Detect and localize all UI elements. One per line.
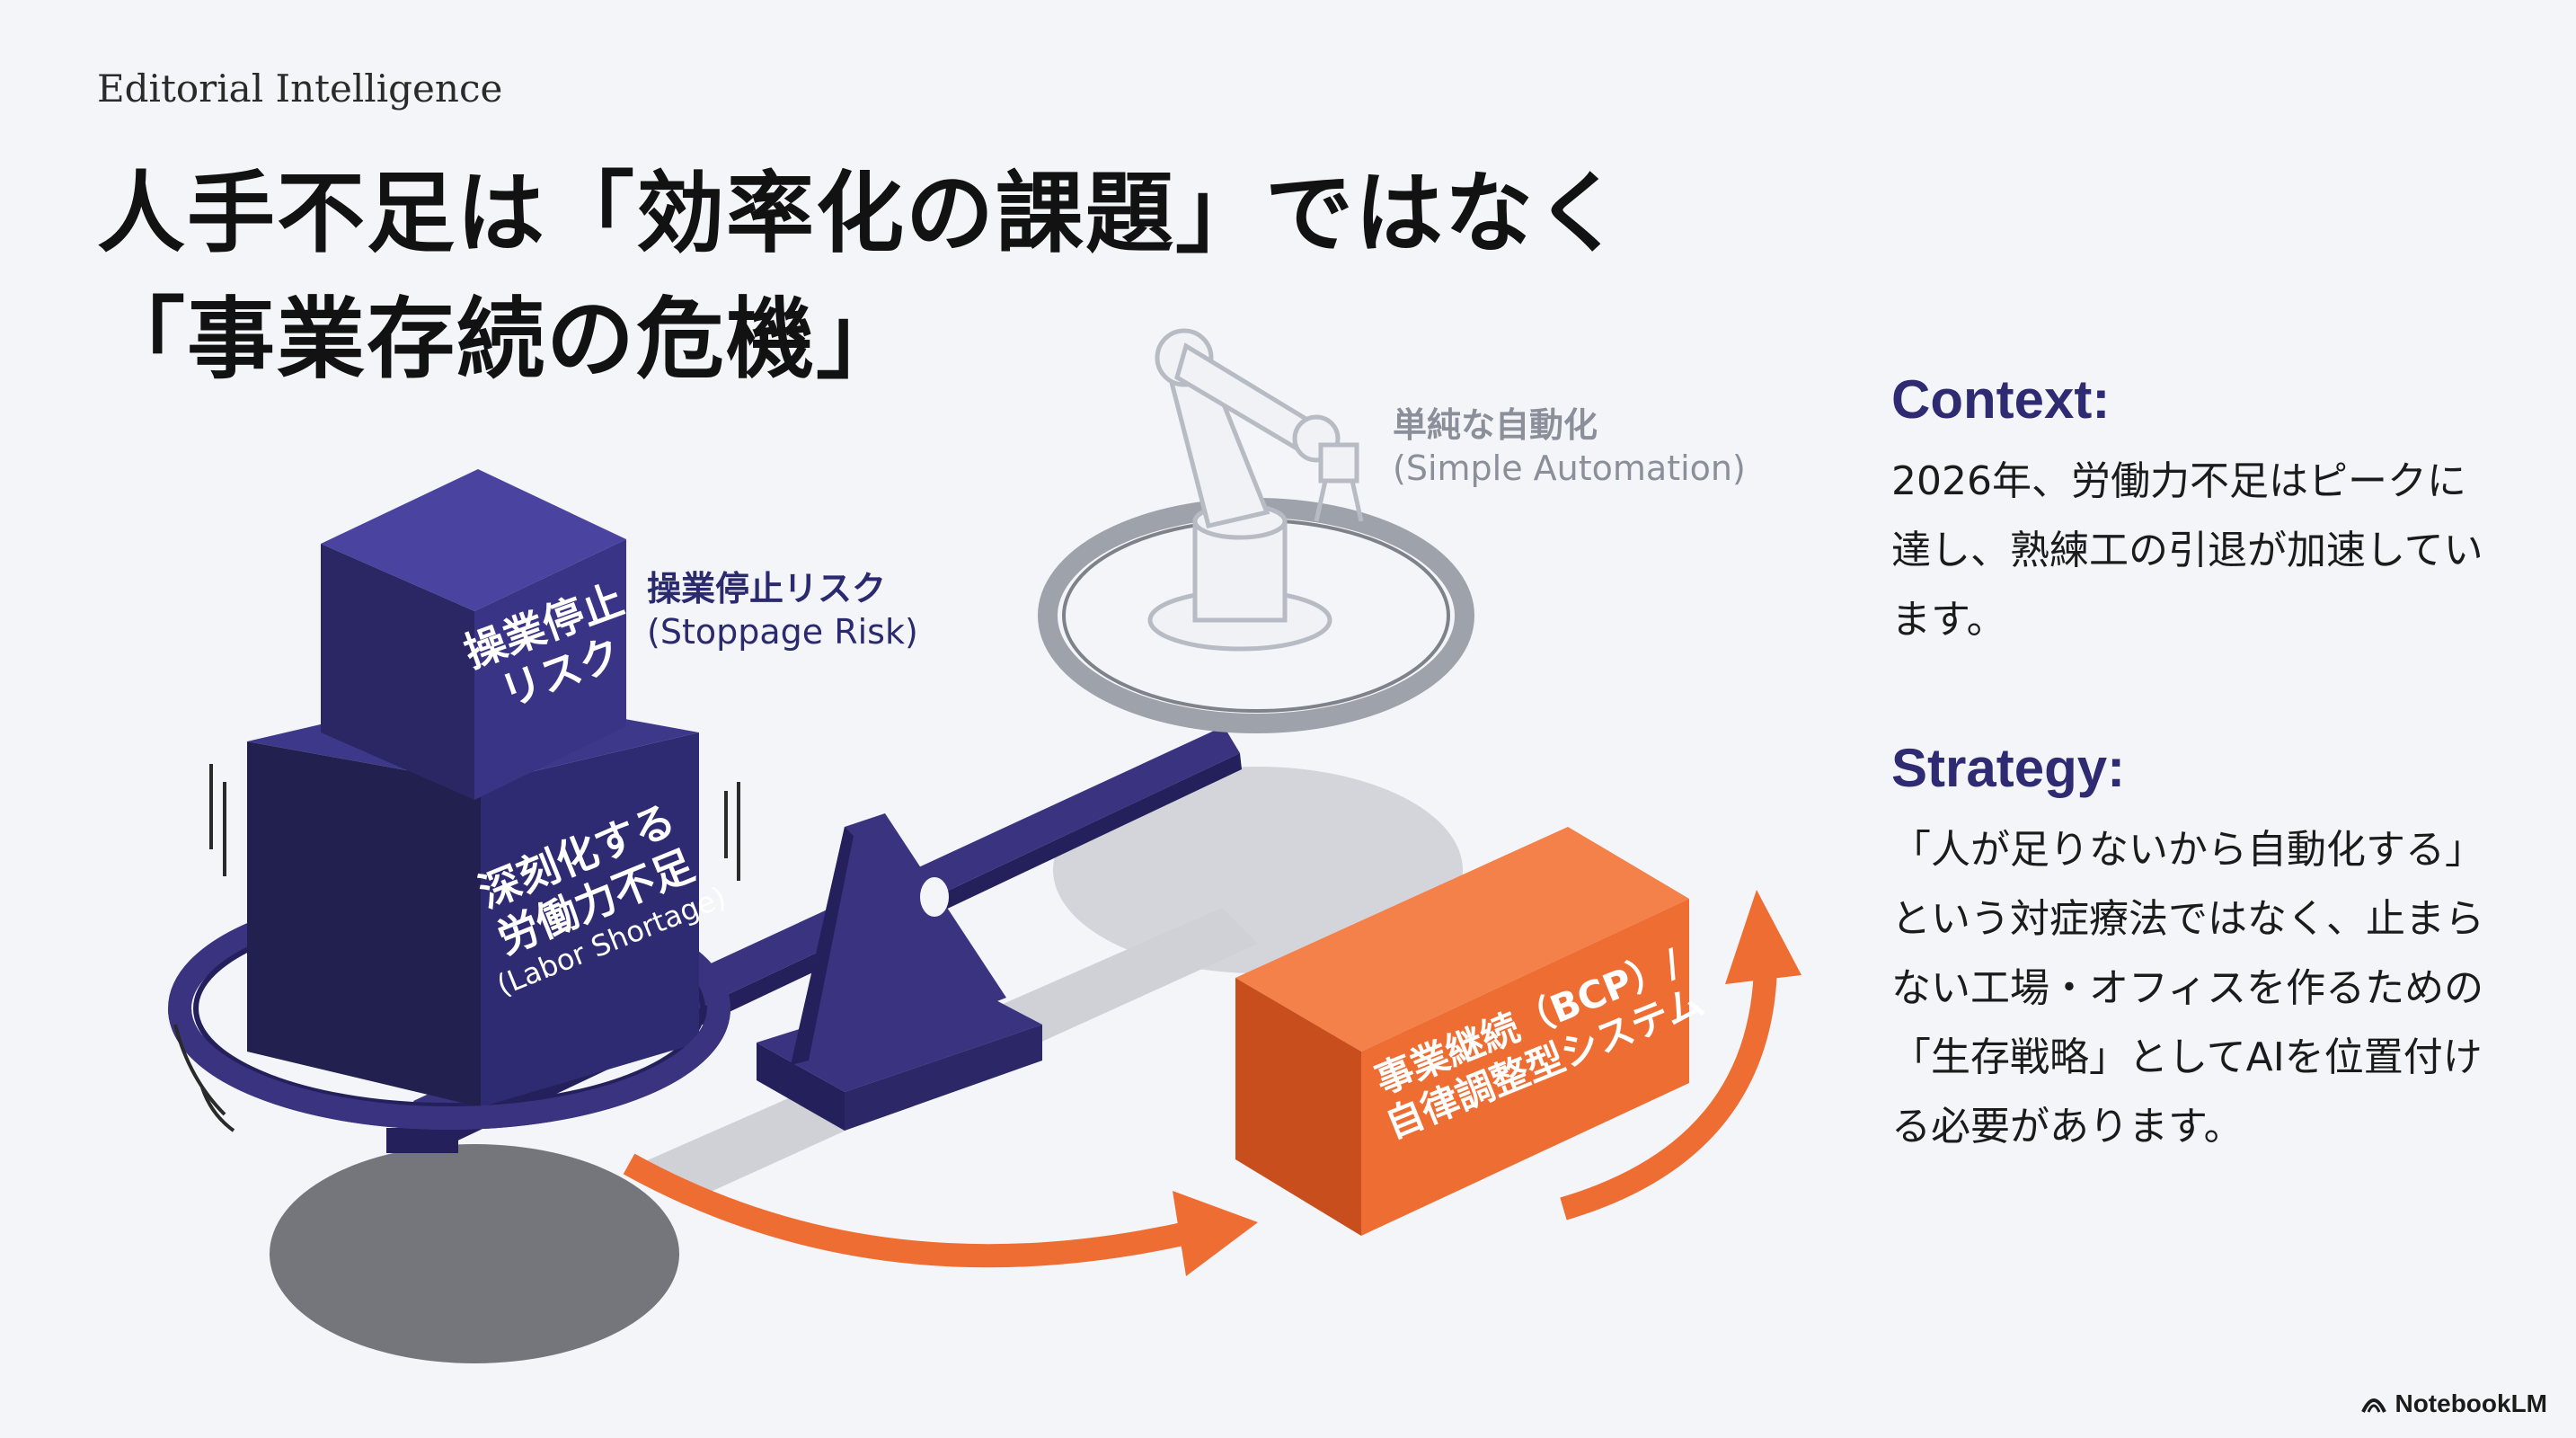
fulcrum-stand [757,813,1042,1131]
stoppage-risk-label: 操業停止リスク (Stoppage Risk) [647,568,918,653]
page-title: 人手不足は「効率化の課題」ではなく 「事業存続の危機」 [97,151,1624,403]
simple-automation-label-ja: 単純な自動化 [1393,405,1598,445]
shake-marks-icon [173,764,740,1132]
brand-mark: NotebookLM [2360,1389,2547,1418]
stoppage-risk-label-ja: 操業停止リスク [647,569,887,608]
context-section: Context: 2026年、労働力不足はピークに達し、熟練工の引退が加速してい… [1891,368,2502,654]
robot-arm-icon [1147,328,1364,652]
title-line-1: 人手不足は「効率化の課題」ではなく [97,163,1625,265]
strategy-section: Strategy: 「人が足りないから自動化する」という対症療法ではなく、止まら… [1891,737,2502,1161]
curve-arrow-right [1560,965,1777,1221]
brand-name: NotebookLM [2395,1389,2547,1417]
notebook-arc-icon [2361,1398,2387,1413]
strategy-body: 「人が足りないから自動化する」という対症療法ではなく、止まらない工場・オフィスを… [1891,827,2484,1150]
stoppage-risk-label-en: (Stoppage Risk) [647,611,918,652]
left-platform-ring-front [168,1007,730,1130]
shadow-left [270,1144,679,1363]
strategy-heading: Strategy: [1891,738,2126,798]
curve-arrow-right-head [1725,890,1801,984]
simple-automation-label: 単純な自動化 (Simple Automation) [1393,404,1746,490]
beam-left-support [386,1128,458,1153]
context-body: 2026年、労働力不足はピークに達し、熟練工の引退が加速しています。 [1891,458,2483,643]
labor-shortage-cube [247,690,699,1107]
curve-arrow-bottom-head [1173,1191,1258,1276]
title-line-2: 「事業存続の危機」 [97,288,907,391]
curve-arrow-bottom [623,1153,1198,1268]
context-heading: Context: [1891,369,2111,430]
stoppage-risk-cube [321,469,626,800]
simple-automation-label-en: (Simple Automation) [1393,448,1746,488]
bcp-block [1235,827,1689,1236]
eyebrow-label: Editorial Intelligence [97,67,503,111]
